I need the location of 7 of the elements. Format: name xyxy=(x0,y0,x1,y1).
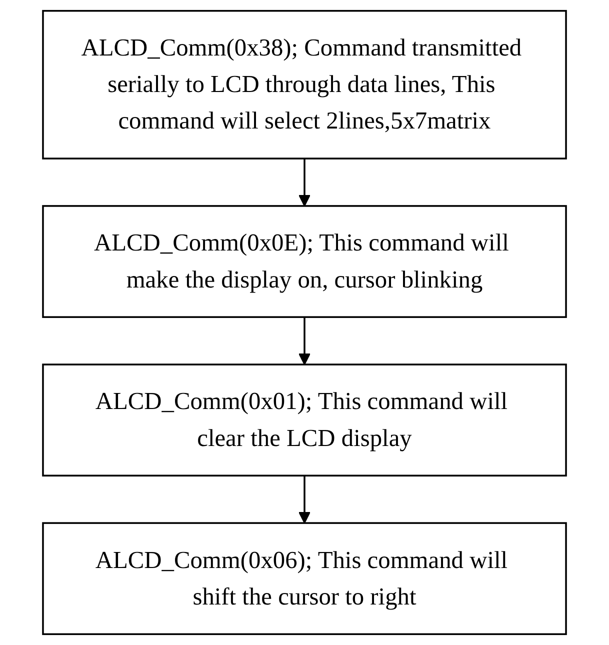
arrow xyxy=(298,317,310,366)
arrow xyxy=(298,476,310,524)
node-box xyxy=(42,10,567,160)
arrow xyxy=(298,158,310,206)
node-box xyxy=(42,522,567,636)
node-box xyxy=(42,205,567,318)
node-box xyxy=(42,364,567,476)
